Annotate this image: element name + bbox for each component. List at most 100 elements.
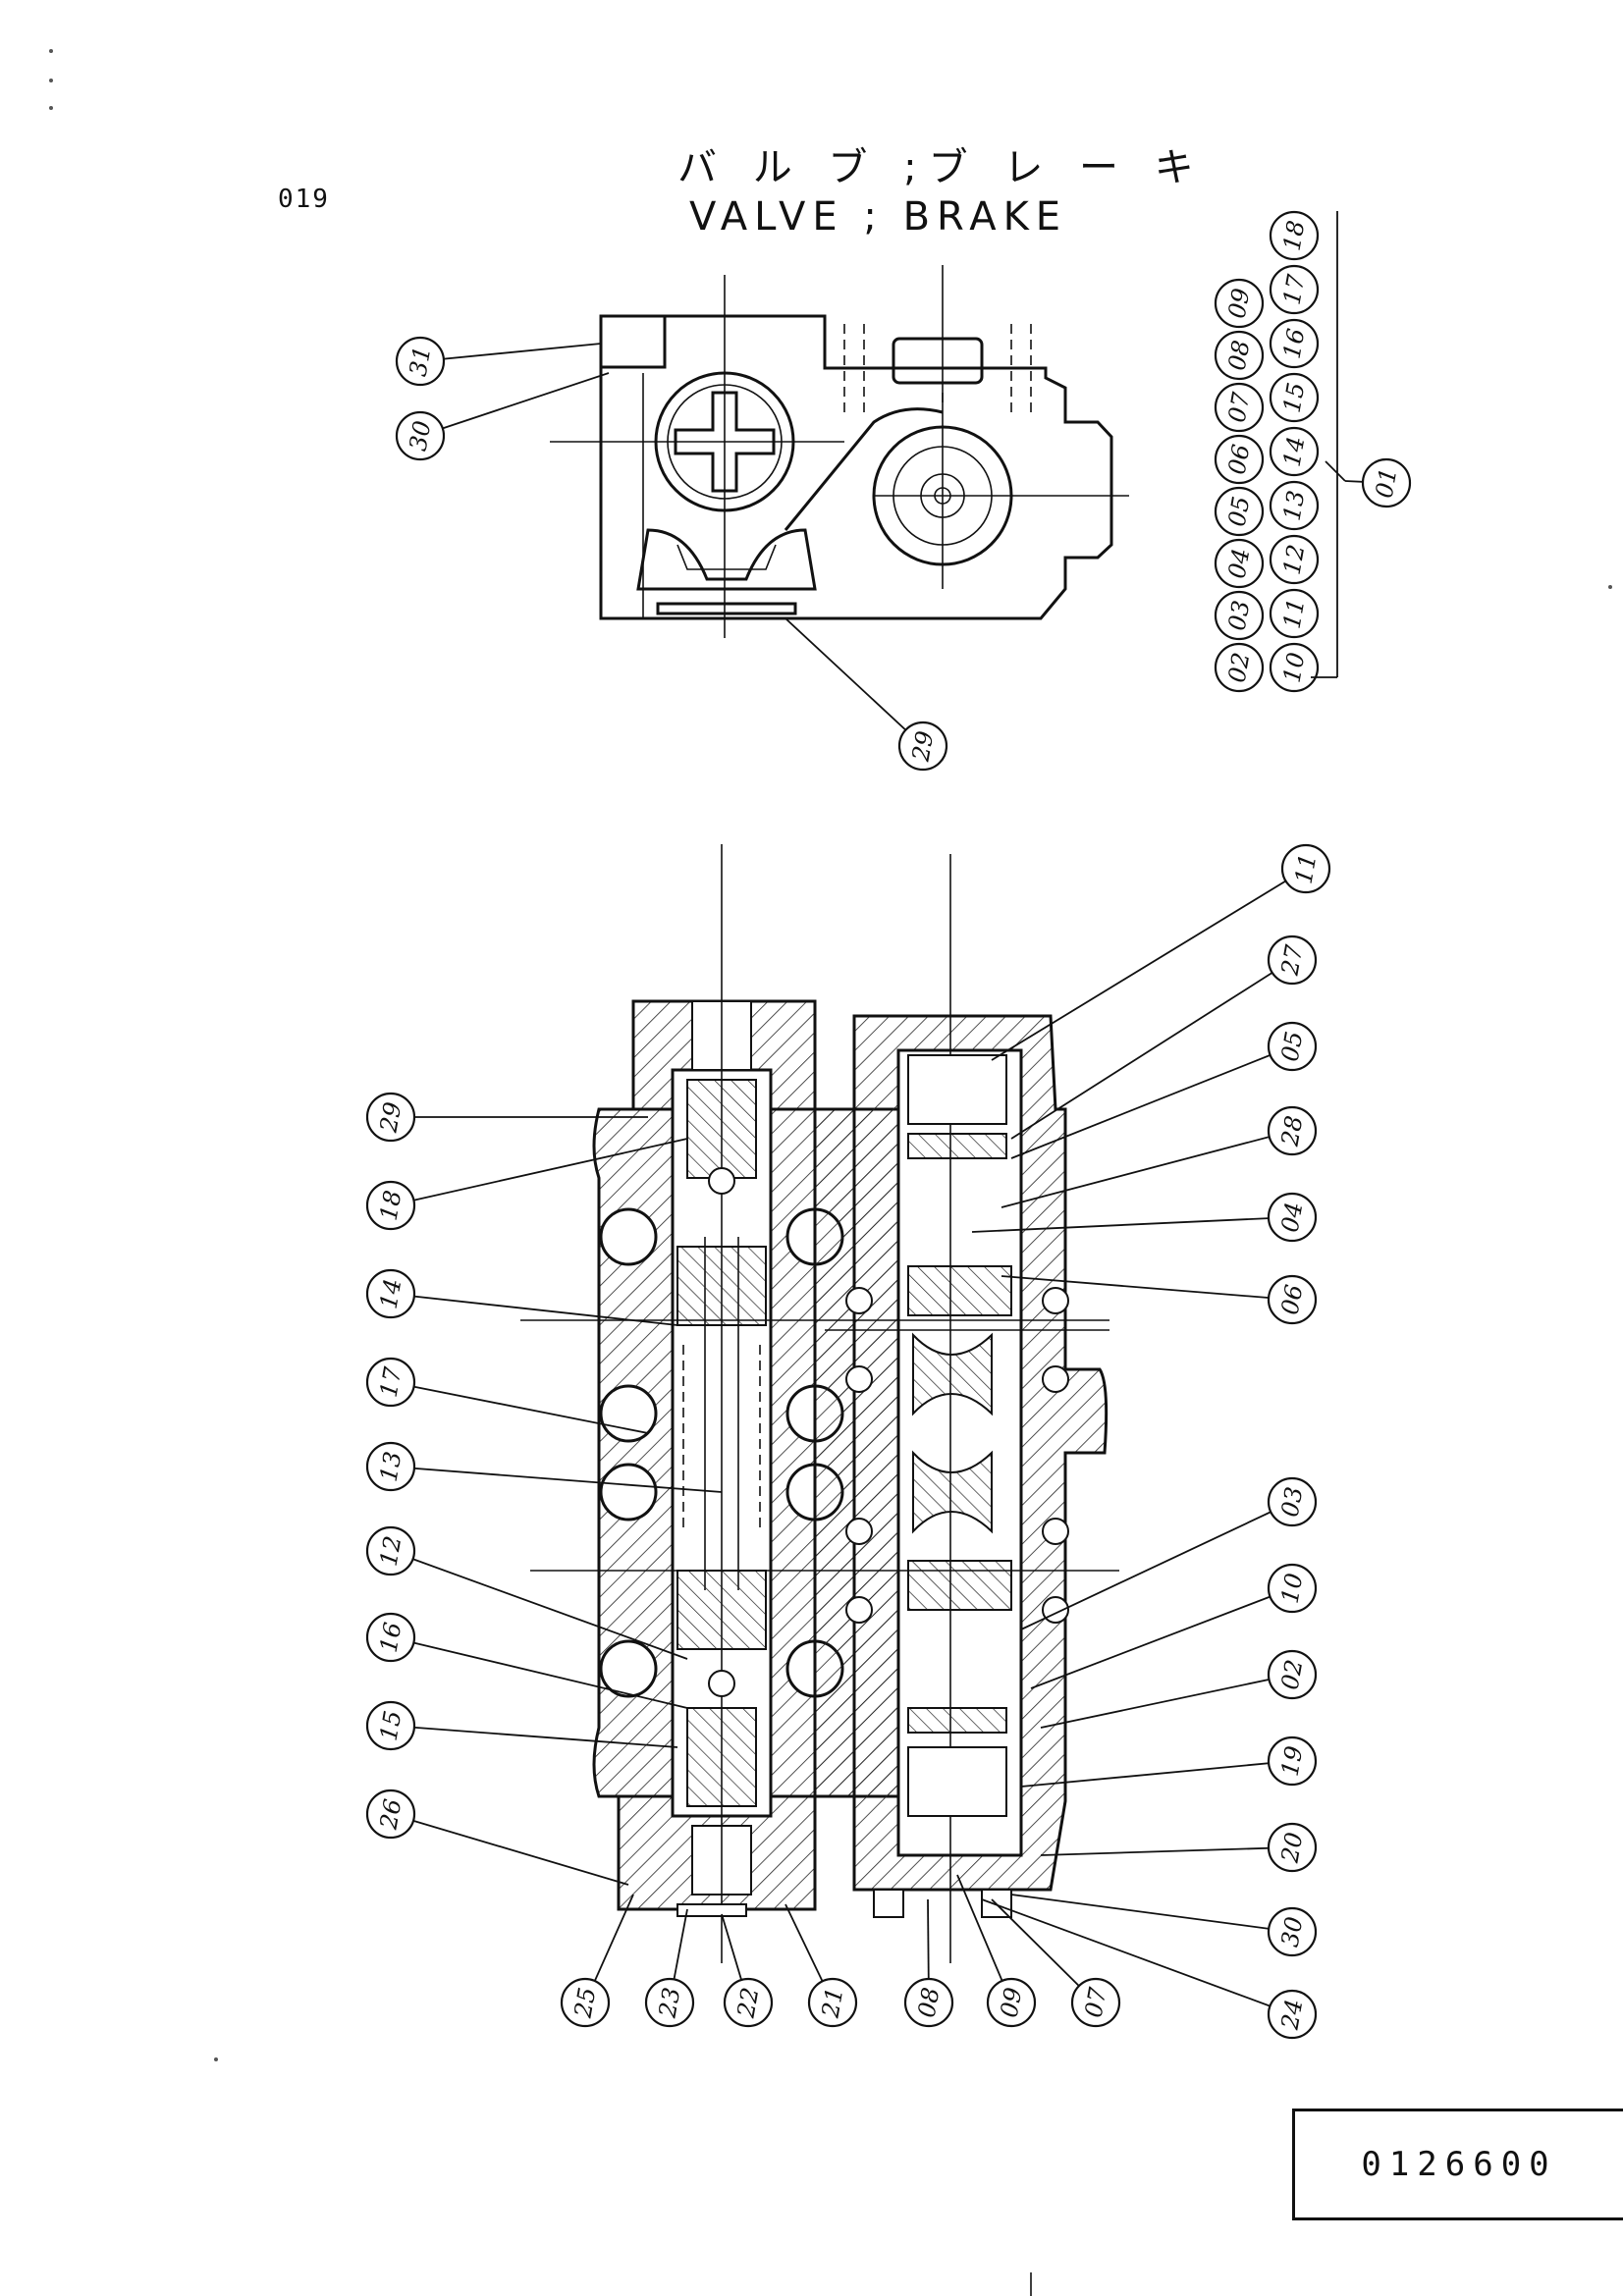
svg-text:10: 10 — [1278, 651, 1311, 685]
callout-17: 17 — [1269, 264, 1320, 315]
svg-text:19: 19 — [1276, 1744, 1309, 1779]
callout-30: 30 — [395, 410, 446, 461]
svg-text:18: 18 — [1278, 219, 1311, 253]
svg-text:11: 11 — [1290, 852, 1323, 886]
callout-25: 25 — [560, 1977, 611, 2028]
callout-leader — [390, 1381, 649, 1434]
callout-leader — [390, 1813, 629, 1886]
svg-text:13: 13 — [1278, 489, 1311, 523]
callout-leader — [390, 1725, 678, 1748]
document-number: 0126600 — [1361, 2145, 1557, 2184]
svg-text:06: 06 — [1223, 443, 1256, 477]
svg-text:20: 20 — [1275, 1831, 1308, 1866]
callout-13: 13 — [1269, 480, 1320, 531]
svg-text:26: 26 — [374, 1797, 406, 1833]
svg-text:05: 05 — [1276, 1030, 1309, 1064]
callout-18: 18 — [1269, 210, 1320, 261]
svg-text:22: 22 — [731, 1986, 764, 2021]
callout-leader — [1020, 1501, 1293, 1630]
svg-text:15: 15 — [1278, 381, 1311, 415]
top-view — [550, 265, 1129, 638]
callout-21: 21 — [807, 1977, 858, 2028]
callout-08: 08 — [903, 1977, 954, 2028]
svg-text:28: 28 — [1275, 1114, 1308, 1149]
svg-text:17: 17 — [375, 1364, 407, 1400]
svg-text:03: 03 — [1223, 599, 1256, 633]
callout-04: 04 — [1214, 538, 1265, 589]
callout-29: 29 — [897, 721, 948, 772]
callout-05: 05 — [1214, 486, 1265, 537]
callout-leader — [390, 1466, 723, 1493]
callout-01: 01 — [1361, 457, 1412, 508]
svg-text:01: 01 — [1371, 466, 1403, 501]
svg-text:13: 13 — [375, 1450, 407, 1484]
callout-22: 22 — [723, 1977, 774, 2028]
svg-text:12: 12 — [375, 1534, 407, 1569]
callout-09: 09 — [986, 1977, 1037, 2028]
callout-leader — [991, 868, 1307, 1061]
callout-14: 14 — [365, 1268, 416, 1319]
svg-text:10: 10 — [1276, 1572, 1309, 1606]
svg-text:05: 05 — [1223, 495, 1256, 529]
callout-13: 13 — [365, 1441, 416, 1492]
callout-10: 10 — [1269, 642, 1320, 693]
svg-text:24: 24 — [1275, 1998, 1308, 2033]
svg-text:07: 07 — [1223, 390, 1256, 425]
callout-06: 06 — [1214, 434, 1265, 485]
svg-text:15: 15 — [375, 1709, 407, 1743]
svg-text:04: 04 — [1276, 1201, 1309, 1235]
callout-leader — [390, 1550, 688, 1660]
callout-leader — [390, 1138, 688, 1206]
callout-10: 10 — [1267, 1563, 1318, 1614]
callout-12: 12 — [1269, 534, 1320, 585]
callout-16: 16 — [1269, 318, 1320, 369]
svg-text:14: 14 — [1278, 435, 1311, 469]
callout-leader — [981, 1898, 1293, 2015]
callout-18: 18 — [365, 1180, 416, 1231]
svg-text:11: 11 — [1278, 597, 1311, 631]
document-number-box: 0126600 — [1292, 2109, 1623, 2220]
callout-leader — [1040, 1846, 1293, 1856]
callout-07: 07 — [1070, 1977, 1121, 2028]
svg-text:09: 09 — [1223, 287, 1256, 321]
callout-leader — [1001, 1130, 1293, 1208]
callout-leader — [1001, 1275, 1293, 1301]
svg-text:06: 06 — [1276, 1283, 1309, 1317]
svg-text:14: 14 — [375, 1277, 407, 1311]
callout-leader — [419, 372, 610, 437]
callout-12: 12 — [365, 1525, 416, 1576]
callout-15: 15 — [1269, 372, 1320, 423]
svg-text:12: 12 — [1278, 543, 1311, 577]
callout-04: 04 — [1267, 1192, 1318, 1243]
callout-19: 19 — [1267, 1735, 1318, 1787]
svg-text:29: 29 — [906, 729, 939, 765]
callout-24: 24 — [1267, 1989, 1318, 2040]
callout-28: 28 — [1267, 1105, 1318, 1156]
svg-text:18: 18 — [375, 1189, 407, 1223]
callout-03: 03 — [1214, 590, 1265, 641]
svg-text:21: 21 — [816, 1986, 848, 2021]
callout-02: 02 — [1267, 1649, 1318, 1700]
svg-text:30: 30 — [405, 419, 437, 454]
svg-text:02: 02 — [1276, 1658, 1309, 1692]
svg-text:08: 08 — [1223, 339, 1256, 373]
section-view — [520, 844, 1119, 1963]
svg-text:16: 16 — [1278, 327, 1311, 361]
callout-11: 11 — [1269, 588, 1320, 639]
svg-text:31: 31 — [405, 345, 437, 379]
callout-leader — [1010, 1894, 1293, 1933]
svg-text:23: 23 — [653, 1986, 685, 2021]
callout-balloons: 31 30 29 02 03 04 05 06 07 08 09 10 11 12 13 14 15 16 17 18… — [365, 210, 1412, 2040]
callout-leader — [1020, 1760, 1293, 1788]
callout-09: 09 — [1214, 278, 1265, 329]
svg-text:03: 03 — [1276, 1485, 1309, 1520]
callout-leader — [1010, 1045, 1293, 1159]
callout-20: 20 — [1267, 1822, 1318, 1873]
callout-14: 14 — [1269, 426, 1320, 477]
callout-30: 30 — [1267, 1906, 1318, 1957]
svg-text:17: 17 — [1278, 272, 1311, 307]
callout-leader — [390, 1636, 688, 1709]
callout-leader — [971, 1216, 1293, 1233]
callout-26: 26 — [365, 1789, 416, 1840]
